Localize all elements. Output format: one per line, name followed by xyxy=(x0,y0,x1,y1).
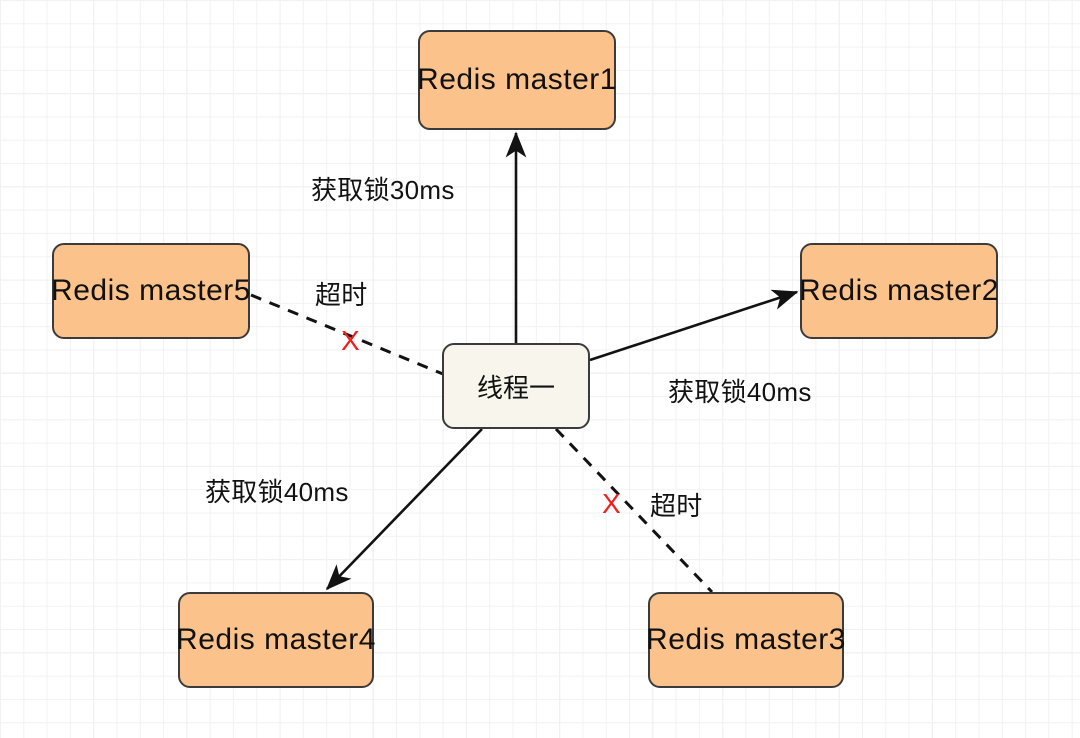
edge-label-thread-to-master1: 获取锁30ms xyxy=(311,175,455,205)
edge-label-master5-to-thread: 超时 xyxy=(315,280,368,310)
failure-x-icon-master5-to-thread: X xyxy=(341,325,360,356)
failure-x-icon-thread-to-master3: X xyxy=(602,488,621,519)
node-master2[interactable]: Redis master2 xyxy=(799,243,999,339)
node-master1[interactable]: Redis master1 xyxy=(417,30,617,130)
node-master5[interactable]: Redis master5 xyxy=(51,243,251,339)
node-label-master4: Redis master4 xyxy=(176,623,376,656)
node-master3[interactable]: Redis master3 xyxy=(646,592,846,688)
node-label-thread: 线程一 xyxy=(476,372,555,403)
node-thread[interactable]: 线程一 xyxy=(442,343,590,429)
node-label-master3: Redis master3 xyxy=(646,623,846,656)
edge-thread-to-master4 xyxy=(325,428,483,591)
edge-label-thread-to-master3: 超时 xyxy=(650,491,703,521)
edge-label-thread-to-master2: 获取锁40ms xyxy=(668,377,812,407)
node-label-master2: Redis master2 xyxy=(799,274,999,307)
node-master4[interactable]: Redis master4 xyxy=(176,592,376,688)
edge-label-thread-to-master4: 获取锁40ms xyxy=(205,477,349,507)
edge-thread-to-master2 xyxy=(589,289,799,362)
node-label-master1: Redis master1 xyxy=(417,63,617,96)
node-label-master5: Redis master5 xyxy=(51,274,251,307)
